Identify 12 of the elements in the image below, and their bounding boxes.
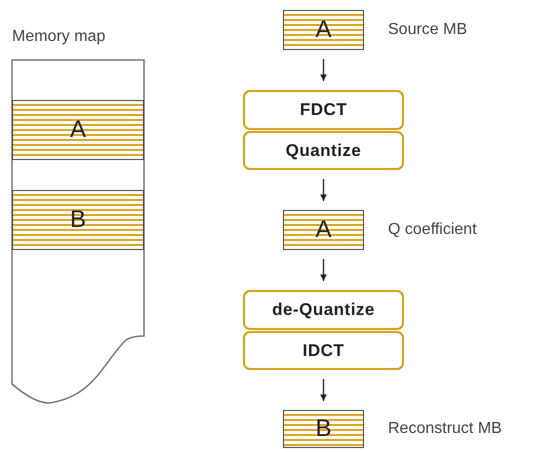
process-box: Quantize — [243, 131, 404, 170]
arrow — [320, 379, 327, 401]
node-caption: Source MB — [388, 21, 468, 39]
memory-map-title: Memory map — [12, 28, 106, 46]
arrow — [320, 259, 327, 281]
node-caption: Q coefficient — [388, 221, 477, 239]
process-box: FDCT — [243, 90, 404, 130]
process-box: de-Quantize — [243, 290, 404, 330]
process-box: IDCT — [243, 331, 404, 370]
node-caption: Reconstruct MB — [388, 420, 502, 438]
arrow — [320, 59, 327, 81]
arrow — [320, 179, 327, 201]
